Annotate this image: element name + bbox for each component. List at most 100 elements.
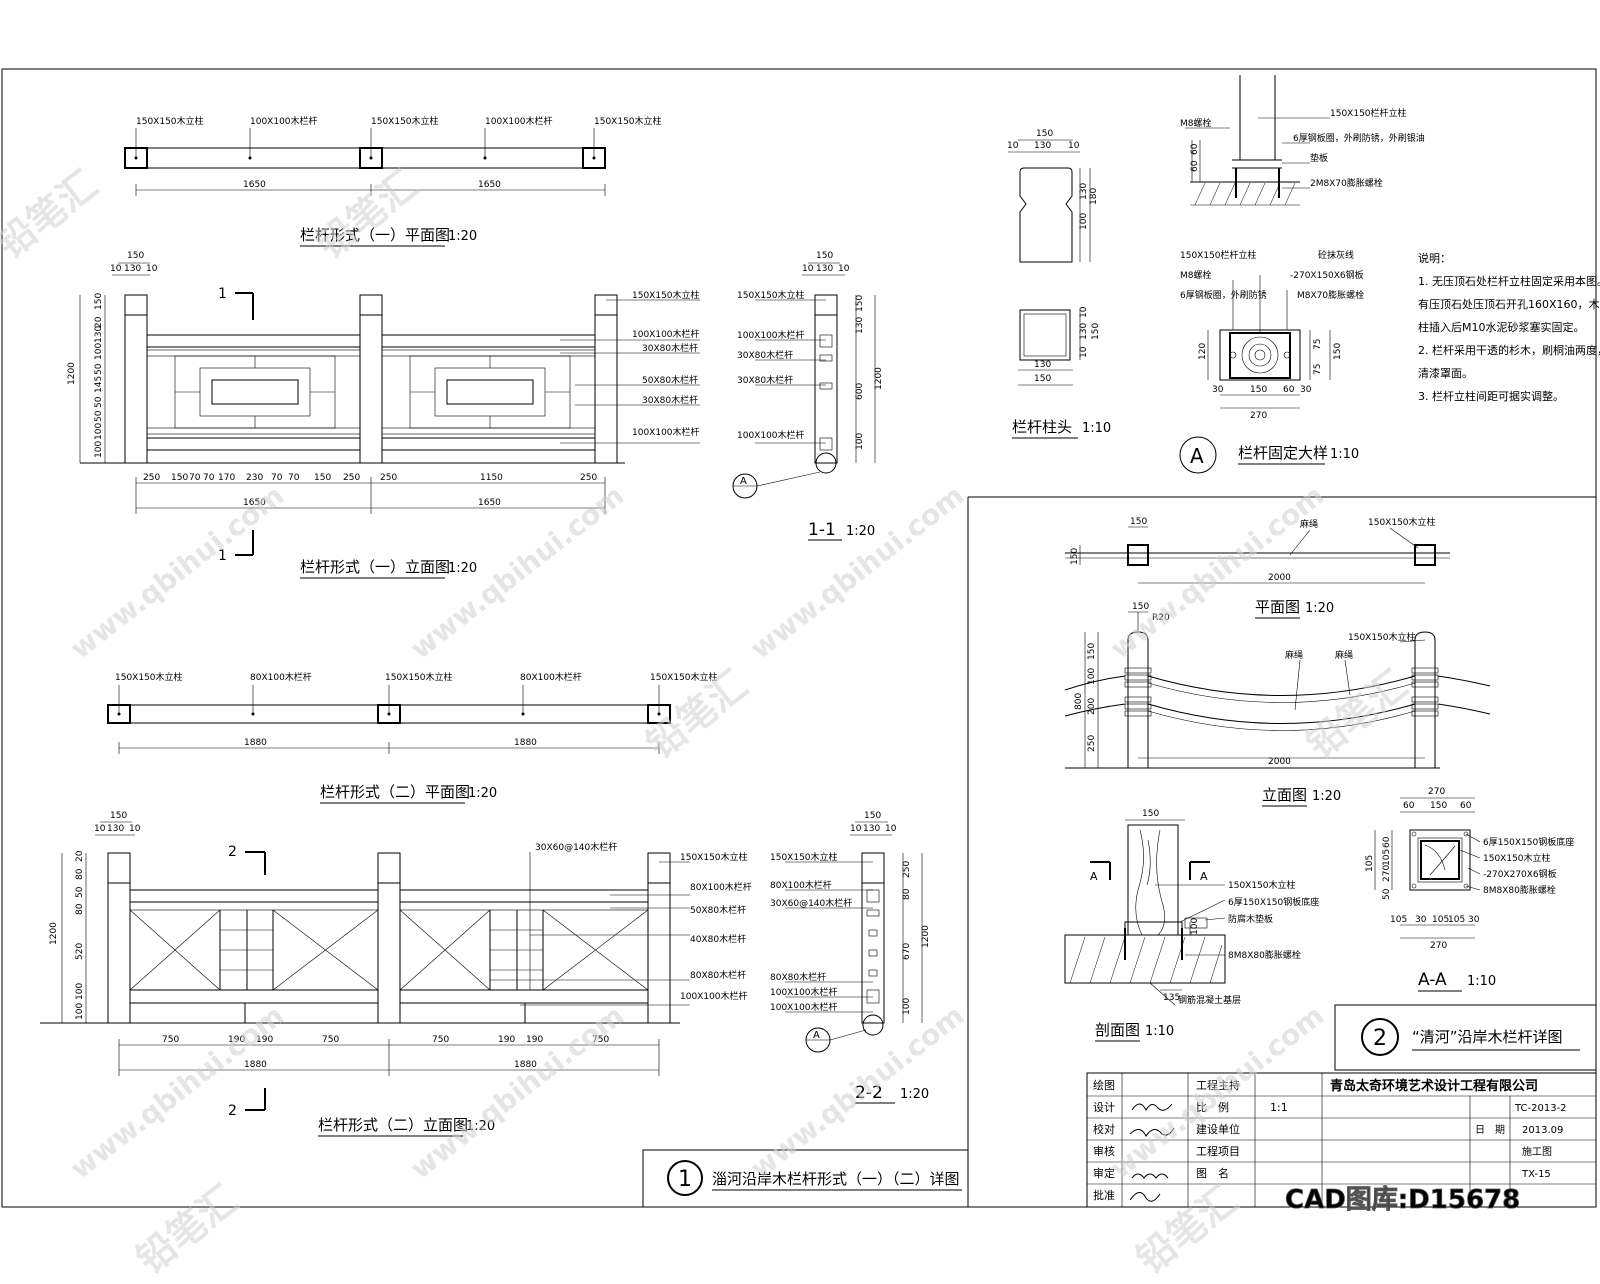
v2-elev-top-3: 10 (129, 824, 141, 834)
re-label-1: 麻绳 (1285, 649, 1303, 661)
v2-plan-label-1: 80X100木栏杆 (250, 671, 312, 683)
da-label-2: 6厚钢板圈，外刷防锈，外刷银油 (1293, 132, 1425, 144)
da-label-3: 垫板 (1310, 152, 1328, 164)
s22-label-5: 100X100木栏杆 (770, 1001, 838, 1013)
v2-plan-label-2: 150X150木立柱 (385, 671, 453, 683)
tb-role-5: 批准 (1093, 1188, 1115, 1202)
v1-plan: 150X150木立柱 100X100木栏杆 150X150木立柱 100X100… (124, 115, 662, 247)
ph-dim-10: 150 (1091, 323, 1101, 340)
sheet1-title-box: 1 淄河沿岸木栏杆形式（一）（二）详图 (642, 1149, 969, 1208)
rs-label-2: 防腐木垫板 (1228, 913, 1273, 925)
v2-elev-left-6: 100 (75, 983, 85, 1000)
da-dim-6: 30 (1212, 385, 1224, 395)
s22-label-0: 150X150木立柱 (770, 851, 838, 863)
da-label-4: 2M8X70膨胀螺栓 (1310, 177, 1383, 189)
v1-plan-label-1: 100X100木栏杆 (250, 115, 318, 127)
aa-dim-9: 105 (1390, 915, 1407, 925)
s11-label-2: 30X80木栏杆 (737, 349, 793, 361)
watermarks: www.qbihui.com www.qbihui.com www.qbihui… (0, 162, 1415, 1282)
s11-label-1: 100X100木栏杆 (737, 329, 805, 341)
da-dim-5: 150 (1333, 343, 1343, 360)
watermark-brand-4: 铅笔汇 (1298, 662, 1415, 767)
rs-label-0: 150X150木立柱 (1228, 879, 1296, 891)
rs-dim-1: 100 (1190, 918, 1200, 935)
v1-elev-label-2: 30X80木栏杆 (642, 342, 698, 354)
rope-elev-title: 立面图 (1262, 786, 1307, 804)
re-dim-1: R20 (1152, 613, 1170, 623)
v2-elev-left-4: 80 (75, 903, 85, 915)
s22-dim-3: 10 (885, 824, 897, 834)
v1-plan-label-0: 150X150木立柱 (136, 115, 204, 127)
s11-dim-8: 100 (855, 433, 865, 450)
v1-elev-bot-1: 150 (171, 473, 188, 483)
tb-role-4: 审定 (1093, 1166, 1115, 1180)
ph-dim-9: 10 (1079, 346, 1089, 358)
v1-elev-bot-9: 250 (343, 473, 360, 483)
v1-elev-bot-10: 250 (380, 473, 397, 483)
v1-elev-scale: 1:20 (448, 561, 477, 576)
tb-field-2: 建设单位 (1196, 1122, 1240, 1136)
tb-role-1: 设计 (1093, 1101, 1115, 1114)
v2-plan-scale: 1:20 (468, 786, 497, 801)
detail-a-title: 栏杆固定大样 (1238, 444, 1328, 462)
sheet2-title-box: 2 “清河”沿岸木栏杆详图 (1334, 1004, 1597, 1071)
rs-label-1: 6厚150X150钢板底座 (1228, 896, 1319, 908)
v2-elev-left-7: 100 (75, 1003, 85, 1020)
tb-role-0: 绘图 (1093, 1078, 1115, 1092)
notes-item-3: 2. 栏杆采用干透的杉木，刷桐油两度， (1418, 343, 1600, 357)
rope-plan-scale: 1:20 (1305, 601, 1334, 616)
s11-label-0: 150X150木立柱 (737, 289, 805, 301)
ph-dim-4: 130 (1079, 183, 1089, 200)
da-dim-4: 75 (1313, 364, 1323, 375)
v2-elev-label-3: 50X80木栏杆 (690, 904, 746, 916)
s22-dim-5: 80 (902, 888, 912, 900)
aa-dim-4: 105 (1365, 855, 1375, 872)
v1-elev-label-5: 100X100木栏杆 (632, 426, 700, 438)
watermark-brand-5: 铅笔汇 (128, 1177, 245, 1280)
v1-elev-left-7: 50 (94, 396, 104, 408)
da-dim-7: 150 (1250, 385, 1267, 395)
tb-right-k-1: 日 期 (1475, 1124, 1505, 1136)
signature-4 (1129, 1192, 1161, 1202)
rp-label-1: 150X150木立柱 (1368, 516, 1436, 528)
rope-plan: 150 150 2000 麻绳 150X150木立柱 平面图 1:20 (1065, 516, 1450, 619)
re-dim-0: 150 (1132, 602, 1149, 612)
v1-elev-bot-12: 250 (580, 473, 597, 483)
rp-dim-1: 150 (1070, 548, 1080, 565)
v1-elev-left-0: 1200 (67, 362, 77, 385)
rs-dim-2: 135 (1163, 993, 1180, 1003)
re-dim-6: 250 (1087, 735, 1097, 752)
detail-a-scale: 1:10 (1330, 447, 1359, 462)
s11-dim-6: 600 (855, 383, 865, 400)
rope-section: 150 A A 150X150木立柱 6厚150X150钢板底座 防腐木垫板 8… (1064, 809, 1319, 1042)
v1-elev-bot-7: 70 (288, 473, 300, 483)
v2-plan-dim-1: 1880 (514, 738, 537, 748)
watermark-url-4: www.qbihui.com (1104, 479, 1330, 666)
notes-heading: 说明： (1418, 251, 1451, 265)
section-2-2: 150X150木立柱 80X100木栏杆 30X60@140木栏杆 80X80木… (770, 811, 931, 1104)
v1-elev-bot-4: 170 (218, 473, 235, 483)
ph-dim-0: 150 (1036, 129, 1053, 139)
tb-right-v-3: TX-15 (1521, 1169, 1551, 1180)
aa-label-3: 8M8X80膨胀螺栓 (1483, 884, 1556, 896)
ph-dim-2: 130 (1034, 141, 1051, 151)
v2-elev-total-0: 1880 (244, 1060, 267, 1070)
sheet2-title: “清河”沿岸木栏杆详图 (1412, 1028, 1563, 1046)
ph-dim-6: 100 (1079, 213, 1089, 230)
s11-dim-2: 130 (816, 264, 833, 274)
signature-3 (1131, 1173, 1169, 1179)
aa-dim-6: 105 (1382, 849, 1392, 866)
v2-elev-label-4: 40X80木栏杆 (690, 933, 746, 945)
post-head-scale: 1:10 (1082, 421, 1111, 436)
notes-item-0: 1. 无压顶石处栏杆立柱固定采用本图。 (1418, 274, 1600, 288)
tb-value-1: 1:1 (1270, 1101, 1288, 1114)
v1-plan-dim-1: 1650 (478, 180, 501, 190)
v1-elev-left-6: 145 (94, 376, 104, 393)
v1-elev-bot-5: 230 (246, 473, 263, 483)
rope-elev-scale: 1:20 (1312, 789, 1341, 804)
v2-elev-left-1: 20 (75, 850, 85, 862)
aa-dim-0: 270 (1428, 787, 1445, 797)
rs-mark-1: A (1200, 870, 1208, 883)
s22-label-4: 100X100木栏杆 (770, 986, 838, 998)
v2-plan-label-4: 150X150木立柱 (650, 671, 718, 683)
